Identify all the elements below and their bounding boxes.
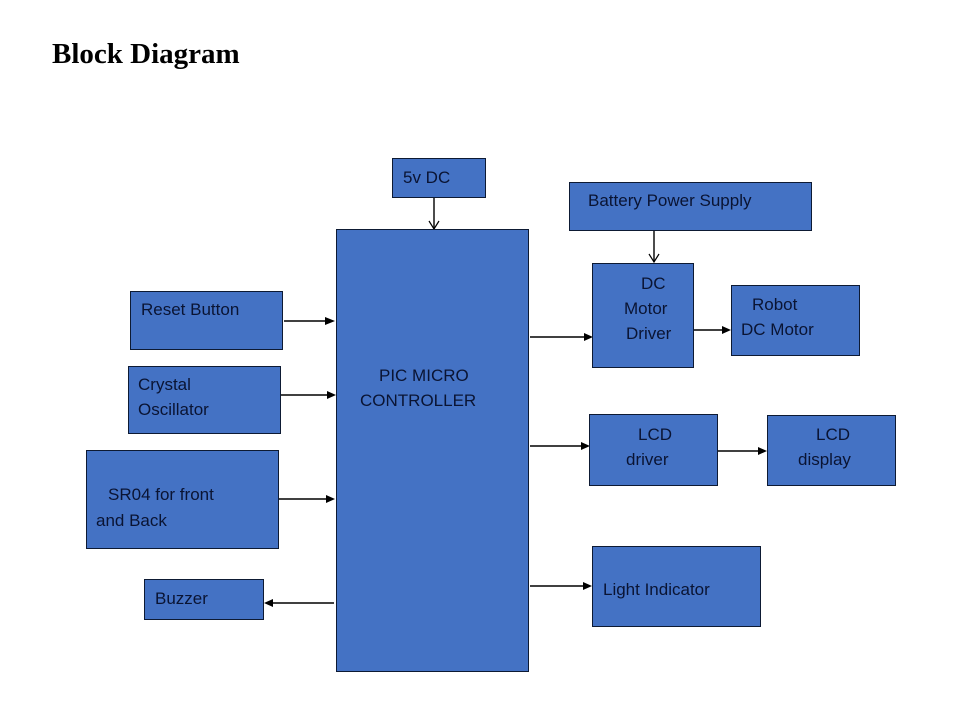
wire-mcu-to-motor-driver — [530, 333, 593, 341]
wire-battery-to-motor-driver — [648, 230, 660, 264]
robot-motor-label-line1: Robot — [752, 295, 798, 314]
block-robot-dc-motor: Robot DC Motor — [731, 285, 860, 356]
motor-driver-label-line2: Motor — [624, 299, 668, 318]
arrowhead-icon — [648, 253, 660, 264]
wire-reset-to-mcu — [284, 317, 335, 325]
lcd-display-label-line1: LCD — [816, 425, 851, 444]
block-light-label: Light Indicator — [603, 580, 710, 599]
crystal-label-line2: Oscillator — [138, 400, 209, 419]
block-sr04-sensor: SR04 for front and Back — [86, 450, 279, 549]
robot-motor-label-line2: DC Motor — [741, 320, 814, 339]
mcu-label-line2: CONTROLLER — [360, 391, 477, 410]
wire-sr04-to-mcu — [279, 495, 335, 503]
arrowhead-icon — [428, 220, 440, 231]
block-battery-power-supply: Battery Power Supply — [569, 182, 812, 231]
arrowhead-icon — [758, 447, 767, 455]
sr04-label-line1: SR04 for front — [108, 485, 214, 504]
crystal-label-line1: Crystal — [138, 375, 191, 394]
block-5v-dc-label: 5v DC — [403, 168, 451, 187]
block-buzzer: Buzzer — [144, 579, 264, 620]
wire-5v-to-mcu — [428, 197, 440, 231]
arrowhead-icon — [325, 317, 335, 325]
lcd-driver-label-line2: driver — [626, 450, 669, 469]
wire-motor-driver-to-robot-motor — [694, 326, 731, 334]
page-title: Block Diagram — [52, 38, 240, 70]
block-reset-label: Reset Button — [141, 300, 240, 319]
block-light-indicator: Light Indicator — [592, 546, 761, 627]
arrowhead-icon — [264, 599, 273, 607]
arrowhead-icon — [326, 495, 335, 503]
block-5v-dc: 5v DC — [392, 158, 486, 198]
wire-lcd-driver-to-lcd-display — [718, 447, 767, 455]
sr04-label-line2: and Back — [96, 511, 167, 530]
motor-driver-label-line1: DC — [641, 274, 666, 293]
lcd-driver-label-line1: LCD — [638, 425, 673, 444]
motor-driver-label-line3: Driver — [626, 324, 672, 343]
block-dc-motor-driver: DC Motor Driver — [592, 263, 694, 368]
block-pic-microcontroller: PIC MICRO CONTROLLER — [336, 229, 529, 672]
wire-mcu-to-buzzer — [264, 599, 334, 607]
mcu-label-line1: PIC MICRO — [379, 366, 469, 385]
lcd-display-label-line2: display — [798, 450, 851, 469]
block-lcd-driver: LCD driver — [589, 414, 718, 486]
block-reset-button: Reset Button — [130, 291, 283, 350]
block-lcd-display: LCD display — [767, 415, 896, 486]
wire-mcu-to-lcd-driver — [530, 442, 590, 450]
block-battery-label: Battery Power Supply — [588, 191, 752, 210]
block-buzzer-label: Buzzer — [155, 589, 208, 608]
arrowhead-icon — [583, 582, 592, 590]
arrowhead-icon — [722, 326, 731, 334]
wire-crystal-to-mcu — [281, 391, 336, 399]
arrowhead-icon — [327, 391, 336, 399]
block-crystal-oscillator: Crystal Oscillator — [128, 366, 281, 434]
wire-mcu-to-light-indicator — [530, 582, 592, 590]
